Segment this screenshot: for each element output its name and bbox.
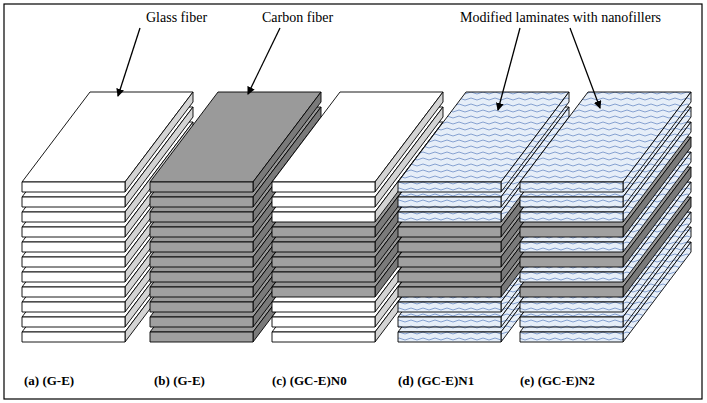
ply-front [150,257,253,267]
ply-front [520,332,623,342]
ply-front [520,317,623,327]
ply-front [22,227,125,237]
ply-front [272,257,375,267]
ply-front [398,287,501,297]
ply-front [272,332,375,342]
ply-front [150,182,253,192]
ply-front [22,317,125,327]
ply-side [623,92,691,192]
leader-line [248,28,280,94]
ply-front [398,227,501,237]
sample-label: (b) (G-E) [154,373,205,389]
laminate-stacks [22,92,691,342]
ply-front [398,317,501,327]
sample-label: (d) (GC-E)N1 [398,373,474,389]
ply-front [520,197,623,207]
ply-front [398,242,501,252]
ply-front [150,197,253,207]
ply-front [272,302,375,312]
ply-front [22,197,125,207]
ply-front [398,182,501,192]
ply-front [272,197,375,207]
sample-label: (e) (GC-E)N2 [520,373,595,389]
leader-line [118,28,140,96]
ply-front [520,257,623,267]
ply-front [520,212,623,222]
ply-front [22,182,125,192]
ply-front [22,332,125,342]
ply-front [272,212,375,222]
ply-front [150,287,253,297]
ply-front [272,182,375,192]
ply-front [22,287,125,297]
ply-front [520,182,623,192]
ply-front [22,257,125,267]
ply-front [272,242,375,252]
ply-front [272,317,375,327]
ply-front [398,212,501,222]
component-label: Glass fiber [146,10,207,26]
ply-front [520,287,623,297]
ply-front [22,272,125,282]
leader-arrows [118,28,600,110]
ply-front [272,227,375,237]
ply-front [150,227,253,237]
ply-front [520,242,623,252]
leader-line [498,28,520,110]
ply-front [398,197,501,207]
ply-front [22,302,125,312]
frame-border [4,4,702,399]
ply-front [150,317,253,327]
ply-front [398,332,501,342]
ply-front [150,272,253,282]
component-label: Carbon fiber [262,10,333,26]
ply-front [398,302,501,312]
ply-front [520,227,623,237]
sample-label: (c) (GC-E)N0 [272,373,347,389]
leader-line [570,28,600,108]
ply-front [272,287,375,297]
ply-front [398,257,501,267]
sample-label: (a) (G-E) [24,373,74,389]
ply-front [272,272,375,282]
ply-front [520,272,623,282]
component-label: Modified laminates with nanofillers [460,10,661,26]
ply-front [398,272,501,282]
ply-front [22,242,125,252]
ply-front [150,332,253,342]
ply-front [22,212,125,222]
ply-top [520,92,691,182]
ply-front [150,212,253,222]
ply-front [150,242,253,252]
ply-front [520,302,623,312]
ply-front [150,302,253,312]
